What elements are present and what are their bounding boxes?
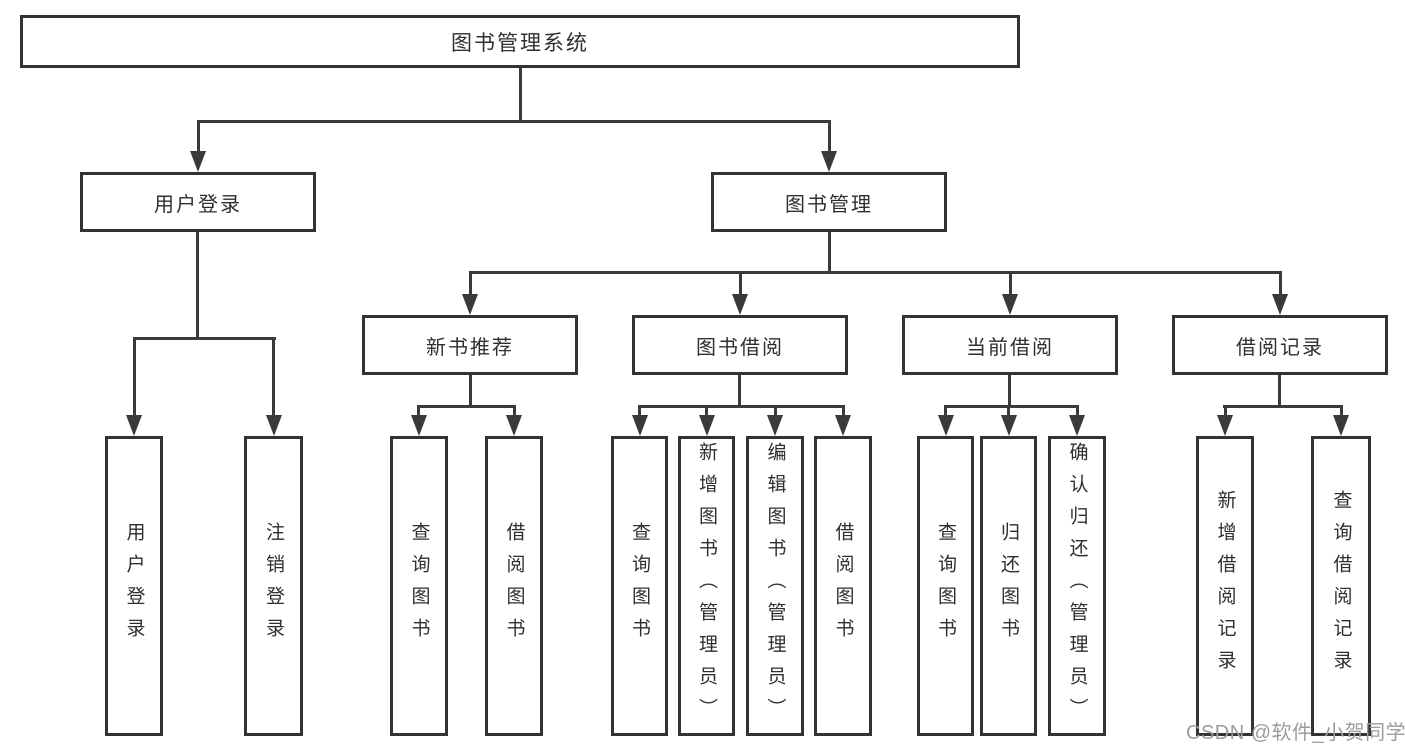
leaf-g3-return-books: 归还图书 [980,436,1037,736]
leaf-g2-query-books-label: 查询图书 [629,522,650,650]
connector-g3-leaf1-drop [944,405,947,417]
leaf-g2-borrow-books: 借阅图书 [814,436,872,736]
leaf-g3-query-books: 查询图书 [917,436,974,736]
connector-g3-leaf3-drop [1076,405,1079,417]
arrowhead-g3-leaf1 [938,415,954,436]
connector-g2-leaf3-drop [774,405,777,417]
arrowhead-group2 [732,294,748,315]
node-root: 图书管理系统 [20,15,1020,68]
node-current-borrowing-label: 当前借阅 [966,336,1054,359]
arrowhead-mgmt [821,151,837,172]
arrowhead-g4-leaf1 [1217,415,1233,436]
leaf-g3-return-books-label: 归还图书 [998,522,1019,650]
connector-g1-leaf1-drop [417,405,420,417]
node-book-management-branch-label: 图书管理 [785,193,873,216]
connector-g2-leaf1-drop [638,405,641,417]
connector-group2-rail [638,405,844,408]
leaf-g2-borrow-books-label: 借阅图书 [832,522,854,650]
leaf-g2-add-books-admin-label: 新增图书（管理员） [696,442,717,730]
arrowhead-group3 [1002,294,1018,315]
leaf-g4-add-borrow-record: 新增借阅记录 [1196,436,1254,736]
leaf-user-login: 用户登录 [105,436,163,736]
connector-group3-rail [944,405,1079,408]
connector-group3-drop [1009,271,1012,296]
leaf-g2-query-books: 查询图书 [611,436,668,736]
node-book-management-branch: 图书管理 [711,172,947,232]
node-book-borrowing-label: 图书借阅 [696,336,784,359]
connector-g4-leaf2-drop [1340,405,1343,417]
arrowhead-g4-leaf2 [1333,415,1349,436]
connector-group1-drop [469,271,472,296]
arrowhead-group1 [462,294,478,315]
node-book-borrowing: 图书借阅 [632,315,848,375]
leaf-g3-query-books-label: 查询图书 [935,522,956,650]
leaf-g2-edit-books-admin-label: 编辑图书（管理员） [764,442,786,730]
arrowhead-g2-leaf2 [699,415,715,436]
connector-mgmt-stem [828,232,831,271]
arrowhead-g1-leaf1 [411,415,427,436]
connector-g3-leaf2-drop [1007,405,1010,417]
connector-g2-leaf2-drop [705,405,708,417]
arrowhead-g3-leaf3 [1069,415,1085,436]
leaf-g2-add-books-admin: 新增图书（管理员） [678,436,735,736]
leaf-g2-edit-books-admin: 编辑图书（管理员） [746,436,804,736]
node-current-borrowing: 当前借阅 [902,315,1118,375]
connector-group1-stem [469,375,472,405]
leaf-g4-query-borrow-record-label: 查询借阅记录 [1330,490,1352,682]
node-user-login-branch: 用户登录 [80,172,316,232]
connector-group1-rail [417,405,516,408]
arrowhead-g2-leaf3 [767,415,783,436]
node-user-login-branch-label: 用户登录 [154,193,242,216]
arrowhead-user [190,151,206,172]
connector-level1-rail [197,120,831,123]
arrowhead-g2-leaf4 [835,415,851,436]
connector-g2-leaf4-drop [842,405,845,417]
leaf-g3-confirm-return-admin-label: 确认归还（管理员） [1066,442,1088,730]
connector-group2-drop [739,271,742,296]
connector-group4-rail [1223,405,1343,408]
connector-user-drop [197,120,200,153]
arrowhead-user-leaf2 [266,415,282,436]
leaf-logout-label: 注销登录 [263,522,284,650]
arrowhead-group4 [1272,294,1288,315]
leaf-logout: 注销登录 [244,436,303,736]
node-new-book-recommend: 新书推荐 [362,315,578,375]
arrowhead-g3-leaf2 [1001,415,1017,436]
node-borrow-records-label: 借阅记录 [1236,336,1324,359]
arrowhead-g1-leaf2 [506,415,522,436]
leaf-g1-query-books-label: 查询图书 [408,522,430,650]
node-new-book-recommend-label: 新书推荐 [426,336,514,359]
connector-group4-stem [1278,375,1281,405]
connector-group3-stem [1008,375,1011,405]
connector-group4-drop [1279,271,1282,296]
connector-group2-stem [738,375,741,405]
connector-root-stem [519,68,522,120]
connector-mgmt-rail [469,271,1282,274]
connector-user-leaf2-drop [272,337,275,417]
connector-user-leaf1-drop [133,337,136,417]
leaf-g3-confirm-return-admin: 确认归还（管理员） [1048,436,1106,736]
connector-g1-leaf2-drop [513,405,516,417]
connector-g4-leaf1-drop [1224,405,1227,417]
leaf-g4-add-borrow-record-label: 新增借阅记录 [1214,490,1236,682]
connector-mgmt-drop [828,120,831,153]
node-root-label: 图书管理系统 [451,31,589,55]
arrowhead-user-leaf1 [126,415,142,436]
connector-user-stem [196,232,199,337]
arrowhead-g2-leaf1 [632,415,648,436]
connector-user-rail [133,337,276,340]
csdn-watermark: CSDN @软件_小贺同学 [1186,722,1405,744]
leaf-g1-borrow-books: 借阅图书 [485,436,543,736]
leaf-g1-borrow-books-label: 借阅图书 [503,522,525,650]
node-borrow-records: 借阅记录 [1172,315,1388,375]
leaf-g1-query-books: 查询图书 [390,436,448,736]
leaf-user-login-label: 用户登录 [123,522,145,650]
leaf-g4-query-borrow-record: 查询借阅记录 [1311,436,1371,736]
